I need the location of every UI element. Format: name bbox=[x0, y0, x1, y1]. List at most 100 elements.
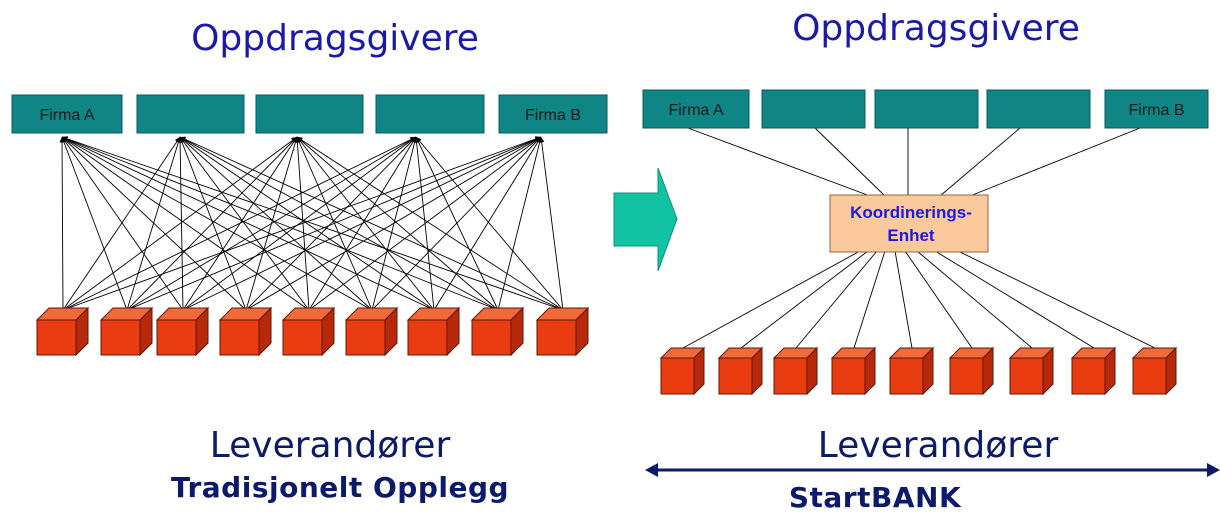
left-supplier-box-6 bbox=[344, 306, 399, 357]
right-supplier-connection-line bbox=[682, 250, 861, 349]
left-connection-line bbox=[296, 136, 499, 311]
left-connection-line bbox=[61, 136, 373, 311]
left-connection-line bbox=[126, 136, 298, 311]
left-connection-line bbox=[62, 136, 298, 311]
left-supplier-box-3 bbox=[155, 306, 210, 357]
left-connection-line bbox=[179, 136, 247, 311]
left-connection-line bbox=[61, 136, 435, 311]
right-firm-connection-line bbox=[687, 127, 871, 197]
left-connection-line bbox=[539, 136, 564, 311]
right-firm-box-1: Firma A bbox=[642, 89, 750, 129]
right-subtitle: StartBANK bbox=[789, 481, 962, 514]
coordinator-label-line2: Enhet bbox=[887, 226, 935, 245]
left-supplier-box-9 bbox=[535, 306, 590, 357]
left-connection-line bbox=[497, 136, 543, 311]
left-firm-box-3 bbox=[255, 94, 364, 134]
left-connection-line bbox=[296, 136, 373, 311]
left-connection-line bbox=[179, 136, 564, 311]
right-supplier-connection-line bbox=[740, 250, 869, 349]
right-connections bbox=[682, 127, 1156, 349]
left-connection-line bbox=[371, 136, 418, 311]
left-connection-line bbox=[59, 136, 65, 311]
left-firm-box-1: Firma A bbox=[11, 94, 123, 134]
left-firm-box-4 bbox=[375, 94, 485, 134]
left-connection-line bbox=[182, 136, 298, 311]
right-firm-connection-line bbox=[814, 127, 886, 197]
left-supplier-box-8 bbox=[470, 306, 525, 357]
right-supplier-box-5 bbox=[888, 346, 935, 396]
transition-arrow bbox=[613, 167, 678, 272]
right-firm-box-3 bbox=[874, 89, 979, 129]
right-firm-label-5: Firma B bbox=[1129, 102, 1185, 119]
right-supplier-connection-line bbox=[853, 250, 886, 349]
left-connection-line bbox=[245, 136, 299, 311]
right-firm-connection-line bbox=[939, 127, 1021, 197]
right-firm-connection-line bbox=[969, 127, 1141, 197]
left-connection-line bbox=[61, 136, 184, 311]
left-suppliers bbox=[35, 306, 590, 357]
left-connection-line bbox=[245, 136, 417, 311]
right-suppliers bbox=[659, 346, 1178, 396]
left-connection-line bbox=[62, 136, 542, 311]
right-supplier-box-4 bbox=[830, 346, 877, 396]
left-connection-line bbox=[61, 136, 310, 311]
left-subtitle: Tradisjonelt Opplegg bbox=[171, 471, 509, 504]
right-firm-box-4 bbox=[986, 89, 1091, 129]
left-connection-line bbox=[126, 136, 542, 311]
right-supplier-box-1 bbox=[659, 346, 706, 396]
left-connection-line bbox=[296, 136, 435, 311]
left-connection-line bbox=[179, 136, 499, 311]
left-connection-line bbox=[245, 136, 542, 311]
left-connection-line bbox=[61, 136, 247, 311]
left-connection-line bbox=[433, 136, 542, 311]
right-supplier-connection-line bbox=[795, 250, 878, 349]
left-connections bbox=[59, 136, 564, 311]
right-firm-label-1: Firma A bbox=[668, 102, 723, 119]
right-supplier-connection-line bbox=[904, 250, 973, 349]
left-connection-line bbox=[296, 136, 564, 311]
left-connection-line bbox=[179, 136, 435, 311]
right-firms: Firma A Firma B bbox=[642, 89, 1209, 129]
left-supplier-box-7 bbox=[406, 306, 461, 357]
right-clients-title: Oppdragsgivere bbox=[792, 8, 1080, 49]
right-supplier-box-9 bbox=[1131, 346, 1178, 396]
right-firm-box-5: Firma B bbox=[1104, 89, 1209, 129]
left-supplier-box-5 bbox=[281, 306, 336, 357]
right-supplier-box-3 bbox=[772, 346, 819, 396]
right-supplier-box-8 bbox=[1070, 346, 1117, 396]
right-panel: Oppdragsgivere Firma A Firma B Koordineri… bbox=[642, 8, 1220, 514]
left-connection-line bbox=[62, 136, 181, 311]
right-supplier-box-6 bbox=[948, 346, 995, 396]
right-supplier-box-7 bbox=[1008, 346, 1055, 396]
right-supplier-connection-line bbox=[894, 250, 913, 349]
left-suppliers-title: Leverandører bbox=[210, 425, 451, 466]
left-connection-line bbox=[294, 136, 310, 311]
right-suppliers-title: Leverandører bbox=[818, 425, 1059, 466]
right-firm-box-2 bbox=[761, 89, 866, 129]
left-connection-line bbox=[413, 136, 435, 311]
left-firm-box-2 bbox=[136, 94, 245, 134]
left-connection-line bbox=[415, 136, 499, 311]
right-supplier-connection-line bbox=[957, 250, 1156, 349]
left-connection-line bbox=[371, 136, 542, 311]
left-supplier-box-4 bbox=[218, 306, 273, 357]
left-connection-line bbox=[177, 136, 184, 311]
left-connection-line bbox=[182, 136, 417, 311]
left-connection-line bbox=[61, 136, 499, 311]
left-firm-label-5: Firma B bbox=[525, 107, 581, 124]
left-supplier-box-2 bbox=[99, 306, 154, 357]
left-connection-line bbox=[179, 136, 310, 311]
left-connection-line bbox=[308, 136, 417, 311]
right-supplier-connection-line bbox=[916, 250, 1033, 349]
right-supplier-connection-line bbox=[934, 250, 1095, 349]
left-connection-line bbox=[61, 136, 564, 311]
left-connection-line bbox=[179, 136, 373, 311]
coordinator-box: Koordinerings- Enhet bbox=[829, 194, 989, 253]
range-line bbox=[645, 463, 1220, 477]
left-firm-label-1: Firma A bbox=[39, 107, 94, 124]
left-firms: Firma A Firma B bbox=[11, 94, 608, 134]
left-connection-line bbox=[61, 136, 128, 311]
right-supplier-box-2 bbox=[717, 346, 764, 396]
